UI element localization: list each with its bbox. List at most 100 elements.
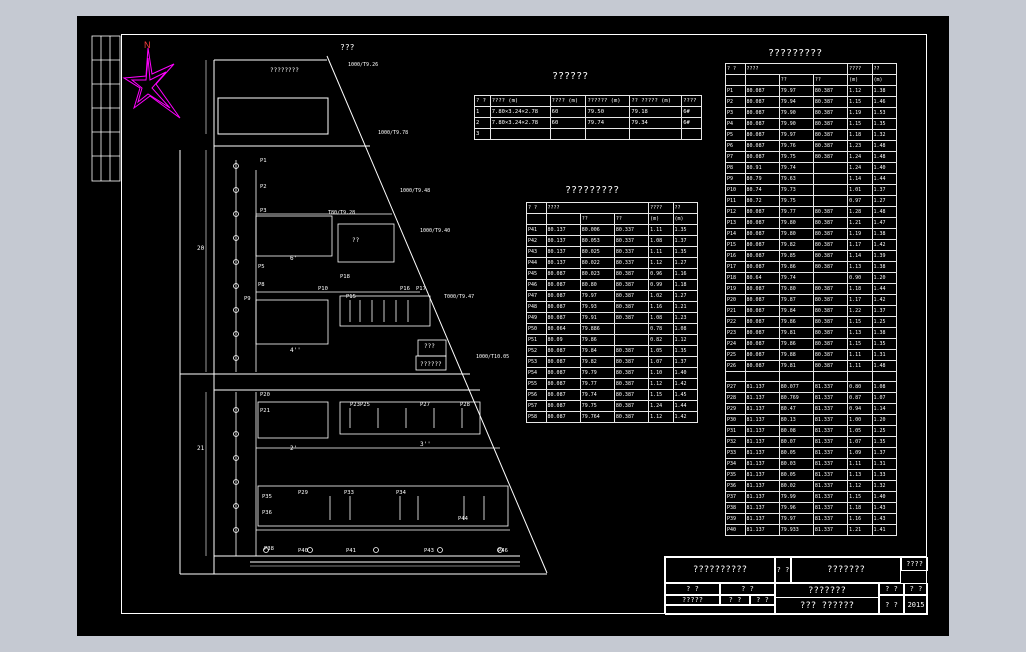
table-cell: 1.38	[871, 261, 898, 273]
pipe-row-bottom	[257, 485, 509, 527]
line-label: 1000/T9.26	[348, 62, 378, 68]
stamp-frame	[91, 35, 121, 182]
table-cell: ??	[672, 202, 699, 214]
tb-r3c: ? ?	[750, 595, 775, 605]
table-cell: 79.75	[579, 400, 615, 412]
table-cell: (m)	[648, 213, 674, 225]
table-cell: 80.137	[545, 246, 581, 258]
table-cell: 80.387	[812, 261, 849, 273]
table-cell: 80.387	[613, 378, 650, 390]
table-cell: 0.99	[648, 279, 674, 291]
table-cell: ?? ????? (m)	[629, 95, 683, 107]
table-cell: P4	[725, 118, 746, 130]
compass-inner	[130, 57, 171, 109]
table-cell: 80.087	[545, 290, 581, 302]
table-cell: P18	[725, 272, 746, 284]
table-cell: 80.137	[545, 224, 581, 236]
tb-r3b: ? ?	[720, 595, 750, 605]
table-cell: 80.387	[613, 345, 650, 357]
table-cell: 79.84	[579, 345, 615, 357]
table-cell: 81.137	[744, 524, 780, 536]
table-cell: 1.48	[871, 151, 898, 163]
table-cell: P27	[725, 381, 746, 393]
table-cell: 1.07	[847, 436, 873, 448]
table-cell: 81.137	[744, 458, 780, 470]
table-cell: 80.387	[613, 312, 650, 324]
table-cell: 1.48	[871, 206, 898, 218]
pole-label: P21	[260, 408, 270, 414]
table-cell: 1.25	[871, 316, 898, 328]
table-cell: 7.80×3.24×2.78	[489, 117, 551, 129]
table-cell: 79.75	[778, 151, 814, 163]
table-cell: 80.087	[744, 85, 780, 97]
table-cell: 79.74	[579, 389, 615, 401]
table-cell: 81.337	[812, 491, 849, 503]
table-cell: 81.337	[812, 480, 849, 492]
table-cell: 1	[474, 106, 491, 118]
table-cell: 80.387	[812, 283, 849, 295]
table-cell: 79.18	[629, 106, 683, 118]
table-cell: P21	[725, 305, 746, 317]
table-cell: 79.85	[778, 250, 814, 262]
tag-2: 2'	[290, 445, 297, 452]
table-cell: 80.387	[812, 85, 849, 97]
table-cell: 79.90	[778, 107, 814, 119]
table-cell: 0.80	[847, 381, 873, 393]
table-cell: P16	[725, 250, 746, 262]
table-cell: 1.48	[871, 140, 898, 152]
table-cell: 80.087	[545, 367, 581, 379]
table-cell: P1	[725, 85, 746, 97]
table-cell: 2	[474, 117, 491, 129]
table-cell: 81.137	[744, 381, 780, 393]
table-cell: 60	[549, 117, 587, 129]
table-cell: 81.337	[812, 403, 849, 415]
table-cell: 80.47	[778, 403, 814, 415]
table-cell: P14	[725, 228, 746, 240]
table-header-row: ? ????? (m)???? (m)?????? (m)?? ????? (m…	[474, 95, 702, 107]
table-cell: 0.82	[648, 334, 674, 346]
table1-title: ??????	[552, 71, 589, 82]
table-cell: 1.16	[672, 268, 699, 280]
table-cell: P6	[725, 140, 746, 152]
table-cell: P20	[725, 294, 746, 306]
table-cell: 80.087	[744, 129, 780, 141]
table-cell: P43	[526, 246, 547, 258]
table-cell: P46	[526, 279, 547, 291]
table-cell: 1.14	[847, 250, 873, 262]
table-cell: 80.91	[744, 162, 780, 174]
table-cell	[545, 213, 581, 225]
table-cell: ????	[847, 63, 873, 75]
pole-label: P3	[260, 208, 267, 214]
road-diagonal	[326, 55, 548, 574]
table-cell: 1.05	[648, 345, 674, 357]
table-cell	[871, 371, 898, 382]
table-cell: 1.13	[847, 469, 873, 481]
table-cell: 0.94	[847, 403, 873, 415]
table-cell: 80.387	[812, 338, 849, 350]
pole-label: P10	[318, 286, 328, 292]
table-cell: P48	[526, 301, 547, 313]
pole-label: P15	[346, 294, 356, 300]
table-cell: (m)	[672, 213, 699, 225]
table-cell: 1.12	[648, 378, 674, 390]
table-cell: 1.07	[648, 356, 674, 368]
table-cell: 80.09	[545, 334, 581, 346]
table-cell: ? ?	[725, 63, 746, 75]
table-cell	[812, 371, 849, 382]
table-cell: 80.337	[613, 224, 650, 236]
table-cell: 80.387	[812, 228, 849, 240]
dim-20: 20	[197, 245, 205, 252]
table-cell: 81.337	[812, 447, 849, 459]
